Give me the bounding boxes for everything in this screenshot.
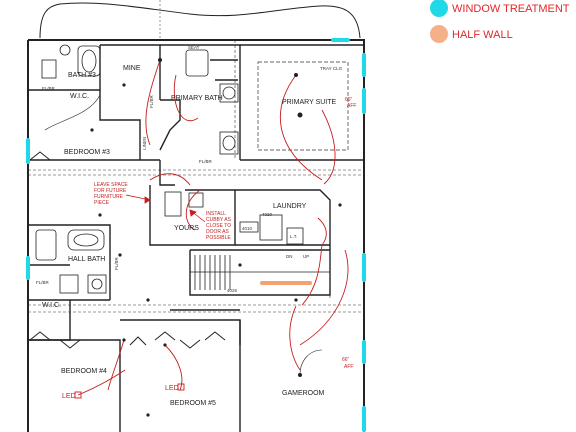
- tray-clg-label: TRAY CLG: [320, 66, 343, 71]
- lt-label: L.T.: [290, 234, 297, 239]
- fixtures: [35, 44, 330, 294]
- dn-label: DN: [286, 254, 293, 259]
- outer-walls: [27, 39, 365, 432]
- roof-curve: [39, 2, 361, 39]
- note-aff-top-1: 66": [345, 97, 353, 103]
- room-laundry: LAUNDRY: [273, 203, 307, 210]
- room-bath3: BATH #3: [68, 72, 96, 79]
- room-gameroom: GAMEROOM: [282, 390, 325, 397]
- note-install-cubby-3: CLOSE TO: [206, 223, 231, 229]
- tray-ceiling: [257, 61, 349, 151]
- linen-label: LINEN: [142, 137, 147, 150]
- wiring: [77, 59, 349, 396]
- flbr-label-4: FL/BR: [149, 94, 154, 108]
- note-install-cubby-1: INSTALL: [206, 211, 226, 217]
- note-aff-bottom-1: 66": [342, 357, 350, 363]
- window-treatment-marks: [26, 38, 366, 432]
- room-wic-bottom: W.I.C.: [42, 302, 61, 309]
- led-markers: [74, 383, 185, 399]
- window-treatment-label: WINDOW TREATMENT: [452, 3, 570, 15]
- room-bedroom3: BEDROOM #3: [64, 149, 110, 156]
- note-led-1: LED: [62, 393, 76, 400]
- red-notes: LEAVE SPACE FOR FUTURE FURNITURE PIECE I…: [62, 97, 356, 400]
- room-yours: YOURS: [174, 225, 199, 232]
- half-wall-label: HALF WALL: [452, 29, 513, 41]
- window-treatment-swatch: [430, 0, 448, 17]
- size-4020: 4020: [262, 212, 273, 217]
- electrical-points: [90, 58, 342, 417]
- room-wic-top: W.I.C.: [70, 93, 89, 100]
- note-leave-space-4: PIECE: [94, 200, 110, 206]
- room-primary-suite: PRIMARY SUITE: [282, 99, 337, 106]
- size-4010: 4010: [242, 226, 253, 231]
- note-install-cubby-2: CUBBY AS: [206, 217, 232, 223]
- legend: WINDOW TREATMENT HALF WALL: [430, 0, 570, 43]
- half-wall-swatch: [430, 25, 448, 43]
- room-primary-bath: PRIMARY BATH: [171, 95, 223, 102]
- note-leave-space-3: FURNITURE: [94, 194, 124, 200]
- room-hall-bath: HALL BATH: [68, 256, 105, 263]
- room-bedroom5: BEDROOM #5: [170, 400, 216, 407]
- low-voltage-wiring: [44, 94, 323, 376]
- small-labels: SEAT FL/BR FL/BR FL/BR FL/BR FL/BR LINEN…: [36, 45, 309, 293]
- note-aff-top-2: AFF: [347, 103, 356, 109]
- up-label: UP: [303, 254, 309, 259]
- seat-label: SEAT: [188, 45, 200, 50]
- room-bedroom4: BEDROOM #4: [61, 368, 107, 375]
- note-leave-space-2: FOR FUTURE: [94, 188, 127, 194]
- flbr-label-3: FL/BR: [36, 280, 50, 285]
- flbr-label-2: FL/BR: [199, 159, 213, 164]
- note-leave-space-1: LEAVE SPACE: [94, 182, 128, 188]
- room-mine: MINE: [123, 65, 141, 72]
- flbr-label-1: FL/BR: [42, 86, 56, 91]
- size-4026: 4026: [227, 288, 238, 293]
- red-arrows: [125, 194, 206, 223]
- room-labels: BATH #3 MINE PRIMARY BATH PRIMARY SUITE …: [42, 65, 337, 407]
- beam-lines: [28, 40, 364, 313]
- flbr-label-5: FL/BR: [114, 256, 119, 270]
- note-install-cubby-5: POSSIBLE: [206, 235, 231, 241]
- note-led-2: LED: [165, 385, 179, 392]
- note-install-cubby-4: DOOR AS: [206, 229, 229, 235]
- wall-zigzags: [29, 151, 226, 349]
- note-aff-bottom-2: AFF: [344, 364, 353, 370]
